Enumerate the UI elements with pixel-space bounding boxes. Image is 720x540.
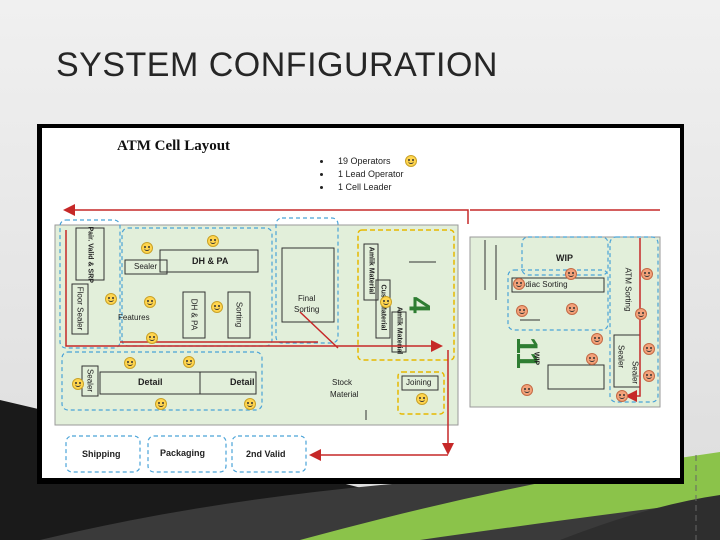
label-features: Features (118, 313, 150, 322)
bullet-text: 1 Cell Leader (338, 182, 392, 192)
box-amlik-material-2 (391, 311, 407, 353)
label-sorting: Sorting (234, 301, 244, 328)
box-floor-sealer (71, 283, 89, 335)
label-pair-valid: Pair. Valid & SRP (86, 226, 94, 283)
label-joining: Joining (406, 378, 432, 387)
zone-detail (61, 351, 263, 411)
operator-icon (641, 268, 653, 280)
box-zodiac (511, 277, 605, 293)
zone-joining (397, 371, 445, 415)
zone-pair-valid (59, 219, 121, 349)
label-shipping: Shipping (82, 449, 121, 459)
label-sealer-r1: Sealer (616, 344, 626, 369)
bullet-cell-leader: 1 Cell Leader (320, 182, 392, 192)
operator-icon (144, 296, 156, 308)
operator-icon (565, 268, 577, 280)
label-stock-material: Material (330, 390, 359, 399)
box-dh-pa-side (182, 291, 206, 339)
operator-icon (416, 393, 428, 405)
label-atm-sorting: ATM Sorting (623, 267, 633, 312)
box-sealer-top (124, 259, 168, 275)
slide-title: SYSTEM CONFIGURATION (56, 46, 498, 84)
zone-material (357, 229, 455, 361)
operator-icon (155, 398, 167, 410)
operator-icon (211, 301, 223, 313)
label-amlik-material: Amlik Material (367, 246, 375, 295)
label-sealer-r2: Sealer (630, 360, 640, 385)
box-final-sorting (281, 247, 335, 323)
operator-icon (183, 356, 195, 368)
operator-icon (521, 384, 533, 396)
label-dh-pa-side: DH & PA (189, 298, 199, 331)
operator-icon (586, 353, 598, 365)
operator-icon (616, 390, 628, 402)
flow-arrow-final (299, 311, 339, 349)
box-amlik-material (363, 243, 379, 301)
box-cust-material (375, 279, 391, 339)
flow-arrow-top (63, 204, 469, 224)
label-zodiac-sorting: Zodiac Sorting (516, 280, 568, 289)
label-sealer-left: Sealer (85, 368, 95, 393)
operator-icon (591, 333, 603, 345)
zone-final-sorting (275, 217, 339, 344)
bullet-text: 1 Lead Operator (338, 169, 404, 179)
label-detail-2: Detail (230, 377, 255, 387)
label-final-sorting-line1: Final (298, 294, 316, 303)
right-cell-area (469, 236, 661, 408)
zone-atm-sorting (609, 236, 659, 403)
zone-shipping (65, 435, 141, 473)
layout-heading: ATM Cell Layout (117, 138, 231, 154)
operator-icon (72, 378, 84, 390)
box-detail-2 (199, 371, 257, 395)
flow-arrow-middle (65, 230, 443, 352)
box-pair-valid (75, 227, 105, 281)
label-stock: Stock (332, 378, 353, 387)
zone-packaging (147, 435, 227, 473)
operator-icon (513, 278, 525, 290)
bullet-lead-operator: 1 Lead Operator (320, 169, 404, 179)
operator-icon (643, 343, 655, 355)
label-second-valid: 2nd Valid (246, 449, 286, 459)
label-detail-1: Detail (138, 377, 163, 387)
label-packaging: Packaging (160, 448, 206, 458)
label-dh-pa-top: DH & PA (192, 256, 229, 266)
zone-zodiac (507, 269, 609, 331)
operator-icon (244, 398, 256, 410)
operator-icon (643, 370, 655, 382)
label-sealer-top: Sealer (134, 262, 158, 271)
cell-number-4: 4 (402, 296, 436, 314)
label-wip-small: WIP (532, 351, 540, 366)
box-dh-pa-top (159, 249, 259, 273)
label-wip: WIP (556, 253, 573, 263)
box-joining (401, 375, 439, 391)
operator-icon (380, 296, 392, 308)
operator-icon (105, 293, 117, 305)
operator-icon (141, 242, 153, 254)
flow-arrow-right-down (625, 238, 641, 402)
operator-icon (146, 332, 158, 344)
operator-icon (207, 235, 219, 247)
operator-icon (405, 155, 417, 167)
operator-icon (635, 308, 647, 320)
operator-icon (566, 303, 578, 315)
label-floor-sealer: Floor Sealer (75, 286, 85, 331)
box-wip-small (547, 364, 605, 390)
bullet-text: 19 Operators (338, 156, 391, 166)
operator-icon (516, 305, 528, 317)
box-sorting (227, 291, 251, 339)
zone-second-valid (231, 435, 307, 473)
label-final-sorting-line2: Sorting (294, 305, 320, 314)
operator-icon (124, 357, 136, 369)
bullet-operators: 19 Operators (320, 156, 391, 166)
